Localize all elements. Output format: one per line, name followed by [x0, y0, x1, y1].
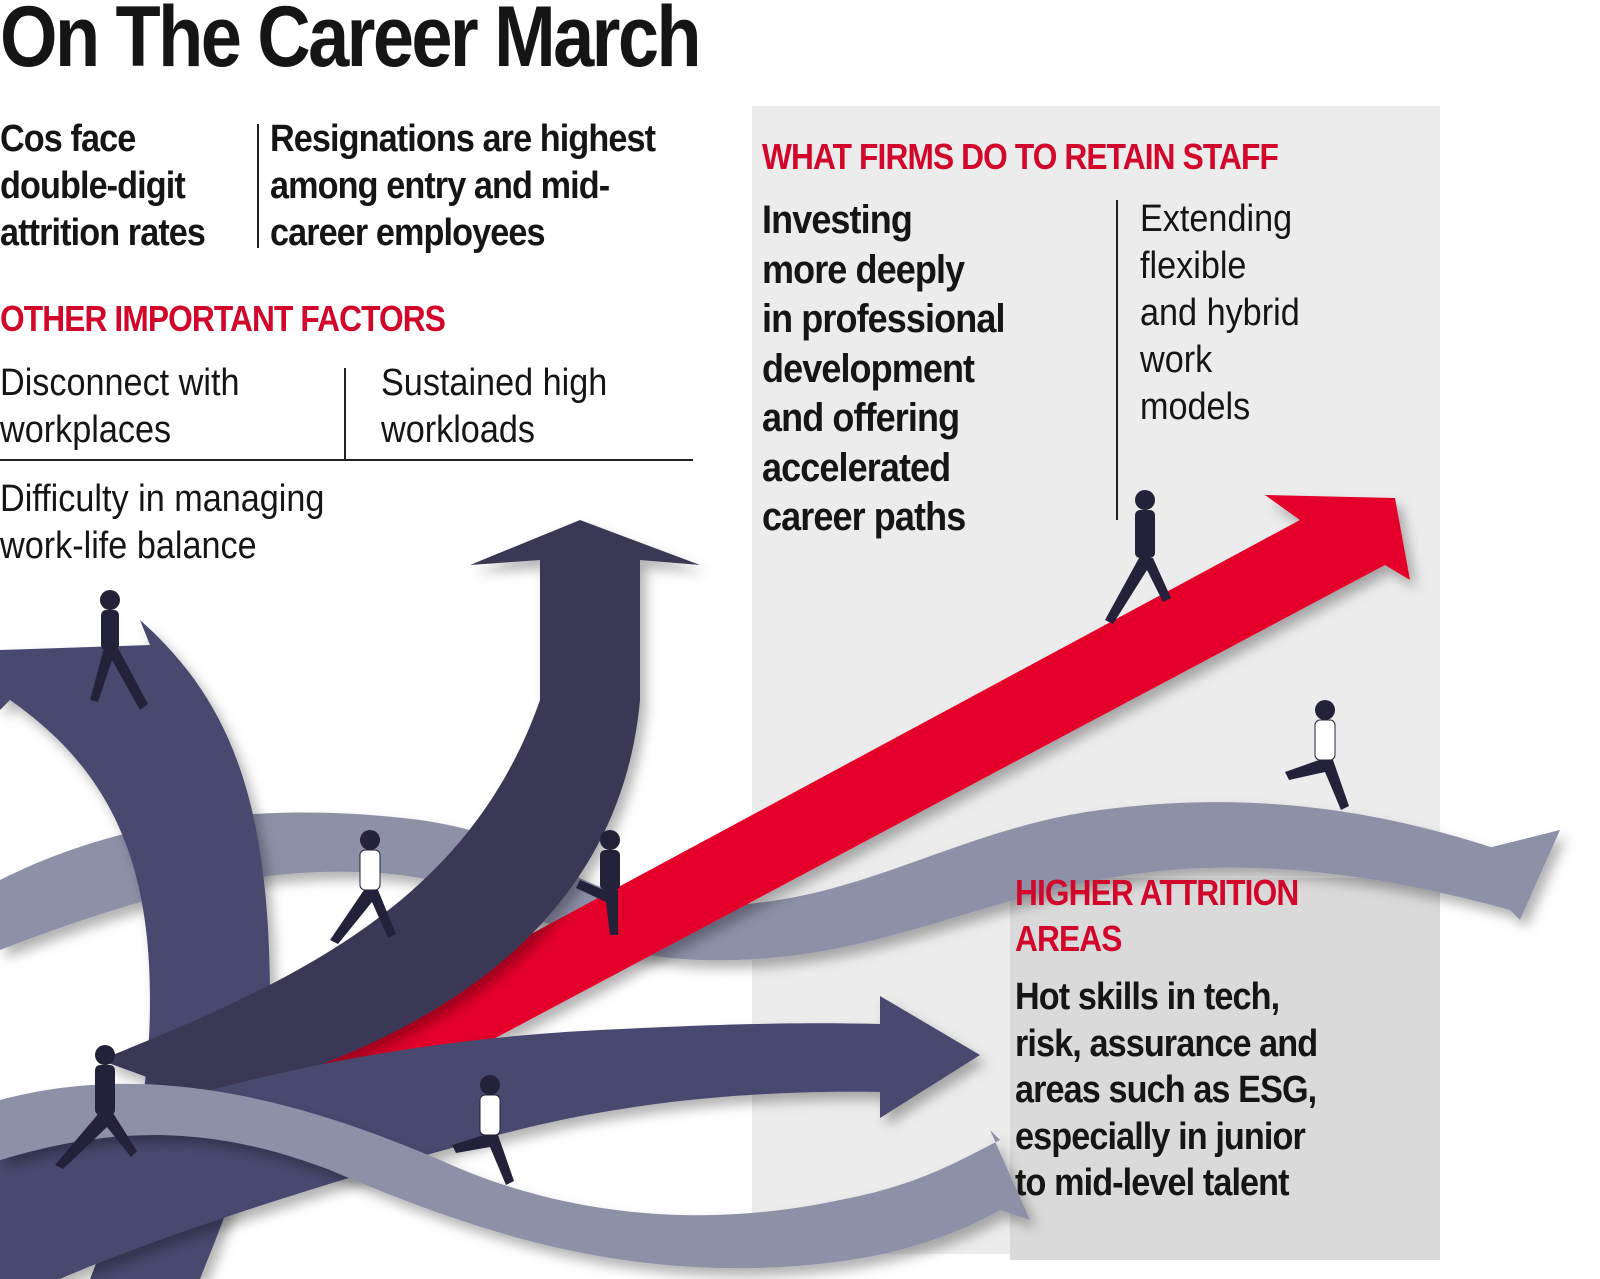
runner-3: [576, 830, 620, 935]
factor-work-life-balance: Difficulty in managing work-life balance: [0, 478, 325, 567]
attrition-heading: HIGHER ATTRITION AREAS: [1015, 872, 1299, 959]
factors-divider-horizontal: [0, 459, 693, 461]
attrition-body: Hot skills in tech, risk, assurance and …: [1015, 976, 1318, 1204]
dark-up-arrow: [100, 520, 700, 1100]
intro-attrition-rates: Cos face double-digit attrition rates: [0, 118, 206, 254]
runner-4: [1105, 490, 1171, 624]
retain-divider: [1116, 200, 1118, 520]
light-bottom-arrow: [0, 1083, 1030, 1269]
intro-resignations: Resignations are highest among entry and…: [270, 118, 656, 254]
red-up-right-arrow: [260, 495, 1410, 1110]
intro-divider: [257, 124, 259, 248]
page-title: On The Career March: [0, 0, 702, 85]
retain-flexible-work: Extending flexible and hybrid work model…: [1140, 198, 1300, 428]
runner-1: [90, 590, 148, 710]
runner-5: [1285, 700, 1349, 810]
factor-workloads: Sustained high workloads: [381, 362, 608, 451]
runner-7: [452, 1075, 514, 1185]
mid-right-arrow: [0, 996, 980, 1279]
runner-6: [55, 1045, 137, 1169]
runner-2: [330, 830, 396, 944]
runner-figures: [55, 490, 1349, 1185]
attrition-panel-background: [1010, 878, 1440, 1260]
retain-professional-development: Investing more deeply in professional de…: [762, 198, 1005, 539]
factors-divider-vertical: [344, 368, 346, 460]
light-wave-arrow: [0, 802, 1560, 961]
retain-heading: WHAT FIRMS DO TO RETAIN STAFF: [762, 136, 1279, 177]
factor-disconnect: Disconnect with workplaces: [0, 362, 240, 451]
other-factors-heading: OTHER IMPORTANT FACTORS: [0, 298, 446, 339]
